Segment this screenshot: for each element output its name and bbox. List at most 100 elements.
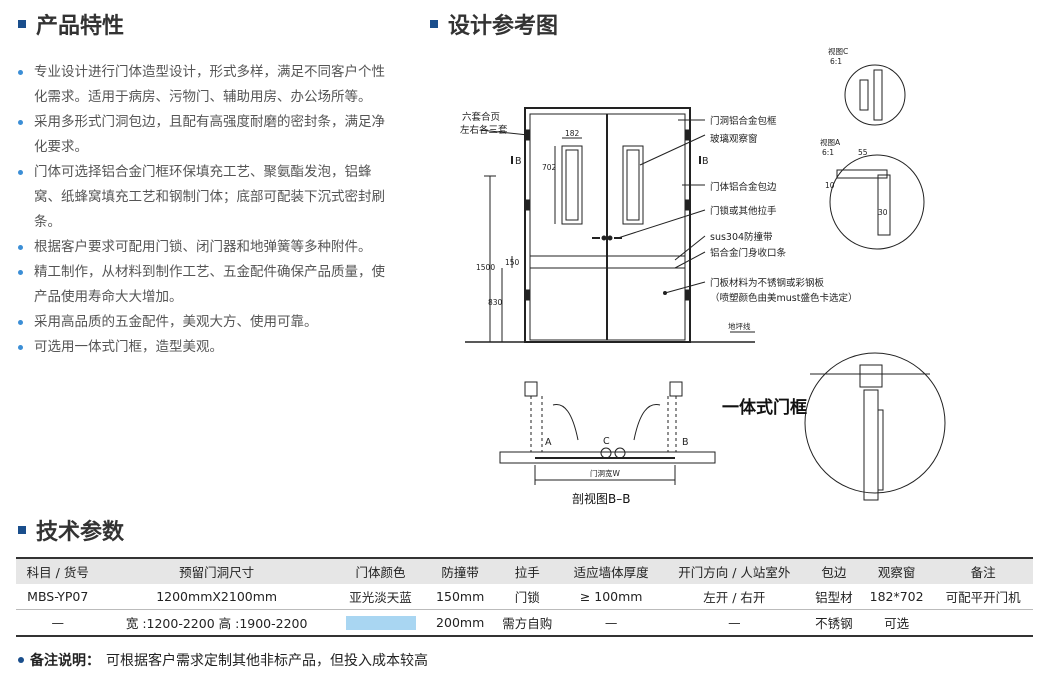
lock-left — [601, 235, 607, 241]
col-header: 拉手 — [493, 557, 562, 584]
table-cell: 200mm — [427, 609, 494, 637]
feature-list: 专业设计进行门体造型设计，形式多样，满足不同客户个性化需求。适用于病房、污物门、… — [18, 60, 390, 360]
list-item: 采用高品质的五金配件，美观大方、使用可靠。 — [18, 310, 390, 335]
callout-label: 门锁或其他拉手 — [710, 205, 777, 217]
hinge — [525, 199, 530, 211]
view-a-circle — [829, 154, 925, 250]
section-mark-b-right: B — [702, 156, 709, 167]
plan-label-c: C — [603, 436, 610, 447]
table-cell: 182*702 — [860, 584, 934, 610]
view-c-profile — [873, 69, 883, 121]
callout-label: 门体铝合金包边 — [710, 181, 777, 193]
callout-label: 门洞铝合金包框 — [710, 115, 777, 127]
col-header: 开门方向 / 人站室外 — [661, 557, 808, 584]
design-drawing: 六套合页 左右各三套 门洞铝合金包框 玻璃观察窗 门体铝合金包边 门锁或其他拉手… — [420, 40, 1030, 520]
plan-handle — [614, 447, 626, 459]
dim-label-702: 702 — [542, 163, 557, 172]
view-c-label: 视图C — [828, 46, 848, 56]
col-header: 门体颜色 — [333, 557, 428, 584]
hinge — [685, 199, 690, 211]
hinge-label-1: 六套合页 — [462, 111, 500, 123]
square-bullet-icon — [18, 20, 26, 28]
col-header: 适应墙体厚度 — [561, 557, 662, 584]
lock-right — [607, 235, 613, 241]
bullet-icon — [18, 345, 23, 350]
hinge — [685, 289, 690, 301]
col-header: 科目 / 货号 — [16, 557, 100, 584]
list-item: 采用多形式门洞包边，且配有高强度耐磨的密封条，满足净化要求。 — [18, 110, 390, 160]
table-cell: 亚光淡天蓝 — [333, 584, 428, 610]
view-a-profile — [836, 169, 888, 179]
callout-label: 铝合金门身收口条 — [710, 247, 787, 259]
col-header: 观察窗 — [860, 557, 934, 584]
col-header: 防撞带 — [427, 557, 494, 584]
hinge — [525, 289, 530, 301]
features-title: 产品特性 — [36, 14, 125, 39]
swing-arc-right — [633, 403, 661, 441]
callout-label: （喷塑颜色由美must盛色卡选定） — [710, 292, 857, 304]
bullet-icon — [18, 120, 23, 125]
design-title: 设计参考图 — [448, 14, 559, 39]
list-item: 专业设计进行门体造型设计，形式多样，满足不同客户个性化需求。适用于病房、污物门、… — [18, 60, 390, 110]
section-view-title: 剖视图B–B — [572, 491, 630, 506]
note-text: 可根据客户需求定制其他非标产品，但投入成本较高 — [106, 653, 428, 669]
dim-label-1500: 1500 — [476, 263, 495, 272]
dim-label-150: 150 — [505, 258, 520, 267]
note-label: 备注说明： — [30, 653, 100, 669]
table-cell: — — [16, 609, 100, 637]
spec-table: 科目 / 货号 预留门洞尺寸 门体颜色 防撞带 拉手 适应墙体厚度 开门方向 /… — [16, 557, 1033, 637]
table-cell — [933, 609, 1033, 637]
table-cell: — — [661, 609, 808, 637]
view-a-label: 视图A — [820, 137, 841, 147]
table-cell: 可配平开门机 — [933, 584, 1033, 610]
floor-line-label: 地坪线 — [728, 321, 751, 331]
section-mark-b-left: B — [515, 156, 522, 167]
table-cell: 150mm — [427, 584, 494, 610]
table-cell: 左开 / 右开 — [661, 584, 808, 610]
bullet-icon — [18, 270, 23, 275]
view-a-scale: 6:1 — [822, 148, 834, 157]
footnote: 备注说明： 可根据客户需求定制其他非标产品，但投入成本较高 — [18, 650, 428, 670]
swing-arc-left — [552, 403, 579, 441]
integrated-frame-label: 一体式门框 — [722, 397, 807, 418]
plan-label-a: A — [545, 437, 552, 448]
callout-label: 玻璃观察窗 — [710, 133, 758, 145]
table-cell: 门锁 — [493, 584, 562, 610]
callout-label: 门板材料为不锈钢或彩钢板 — [710, 277, 825, 289]
table-cell: 需方自购 — [493, 609, 562, 637]
plan-label-b: B — [682, 437, 689, 448]
vision-window-right-inner — [626, 149, 640, 221]
frame-detail — [877, 409, 884, 491]
vision-window-left — [561, 145, 583, 225]
table-cell: — — [561, 609, 662, 637]
table-cell: 宽 :1200-2200 高 :1900-2200 — [99, 609, 334, 637]
hinge — [685, 129, 690, 141]
list-item: 可选用一体式门框，造型美观。 — [18, 335, 390, 360]
table-cell: 铝型材 — [807, 584, 861, 610]
tech-section-title: 技术参数 — [18, 514, 124, 546]
plan-hinge-detail — [524, 381, 538, 397]
frame-detail — [863, 389, 879, 501]
hinge-label-2: 左右各三套 — [460, 124, 508, 136]
bullet-icon — [18, 170, 23, 175]
table-row: — 宽 :1200-2200 高 :1900-2200 200mm 需方自购 —… — [16, 609, 1033, 637]
table-cell — [333, 609, 428, 637]
table-cell: 可选 — [860, 609, 934, 637]
tech-title: 技术参数 — [36, 520, 125, 545]
bullet-icon — [18, 245, 23, 250]
integrated-frame-circle — [804, 352, 946, 494]
plan-hinge-detail — [669, 381, 683, 397]
plan-wall — [499, 451, 716, 464]
table-row: MBS-YP07 1200mmX2100mm 亚光淡天蓝 150mm 门锁 ≥ … — [16, 584, 1033, 610]
design-section-title: 设计参考图 — [430, 8, 558, 40]
door-width-label: 门洞宽W — [590, 468, 620, 478]
door-drawing-svg: 六套合页 左右各三套 门洞铝合金包框 玻璃观察窗 门体铝合金包边 门锁或其他拉手… — [460, 46, 946, 506]
vision-window-left-inner — [565, 149, 579, 221]
col-header: 备注 — [933, 557, 1033, 584]
bullet-icon — [18, 70, 23, 75]
col-header: 预留门洞尺寸 — [99, 557, 334, 584]
square-bullet-icon — [430, 20, 438, 28]
list-item: 根据客户要求可配用门锁、闭门器和地弹簧等多种附件。 — [18, 235, 390, 260]
view-a-profile — [877, 174, 891, 236]
features-section-title: 产品特性 — [18, 8, 124, 40]
